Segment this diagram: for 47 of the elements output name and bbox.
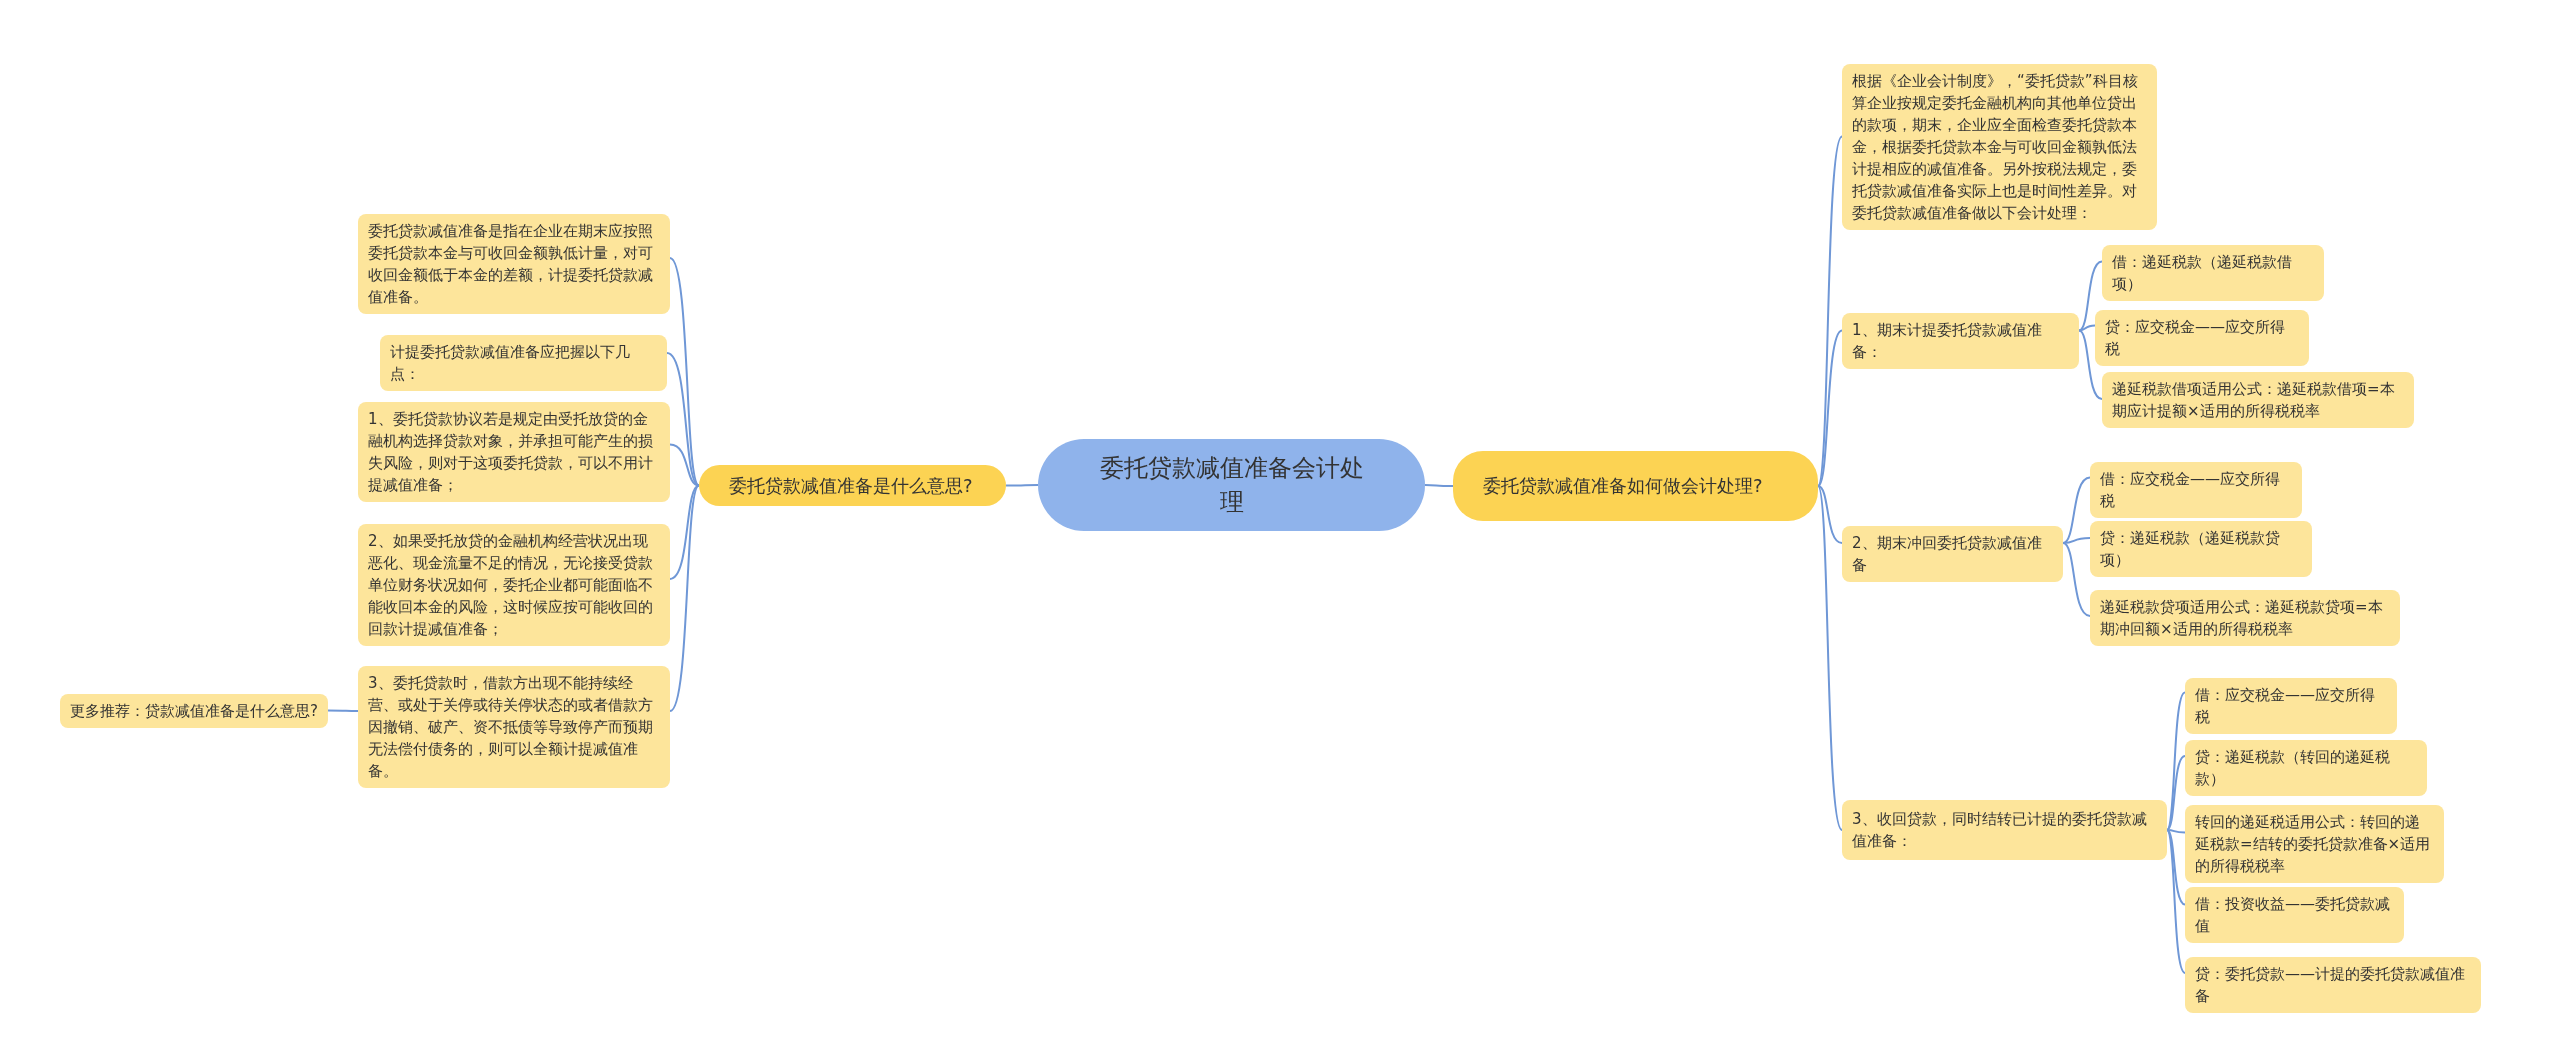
topic-box: 3、收回贷款，同时结转已计提的委托贷款减值准备： (1842, 800, 2167, 860)
topic-box: 贷：应交税金——应交所得税 (2095, 310, 2309, 366)
connector (2062, 542, 2091, 617)
topic-box: 1、委托贷款协议若是规定由受托放贷的金融机构选择贷款对象，并承担可能产生的损失风险，则对于这项委托贷款，可以不用计提减值准备； (358, 402, 670, 502)
topic-box: 转回的递延税适用公式：转回的递延税款=结转的委托贷款准备×适用的所得税税率 (2185, 805, 2444, 883)
topic-box: 借：投资收益——委托贷款减值 (2185, 887, 2404, 943)
topic-box: 2、如果受托放贷的金融机构经营状况出现恶化、现金流量不足的情况，无论接受贷款单位财务状况如何，委托企业都可能面临不能收回本金的风险，这时候应按可能收回的回款计提减值准备； (358, 524, 670, 646)
connector (1817, 485, 1843, 831)
connector (1005, 484, 1039, 487)
connector (2166, 691, 2186, 831)
topic-box: 借：应交税金——应交所得税 (2185, 678, 2397, 734)
branch-topic: 委托贷款减值准备如何做会计处理? (1453, 451, 1818, 521)
connector (1817, 485, 1843, 544)
connector (669, 484, 700, 712)
topic-box: 贷：递延税款（递延税款贷项） (2090, 521, 2312, 577)
central-topic: 委托贷款减值准备会计处理 (1038, 439, 1425, 531)
connector (1424, 484, 1454, 487)
topic-box: 贷：递延税款（转回的递延税款） (2185, 740, 2427, 796)
connector (2078, 329, 2103, 400)
connector (1817, 329, 1843, 487)
connector (2166, 829, 2186, 974)
topic-box: 2、期末冲回委托贷款减值准备 (1842, 526, 2063, 582)
topic-box: 委托贷款减值准备是指在企业在期末应按照委托贷款本金与可收回金额孰低计量，对可收回金额低于本金的差额，计提委托贷款减值准备。 (358, 214, 670, 314)
topic-box: 借：递延税款（递延税款借项） (2102, 245, 2324, 301)
connector (2166, 755, 2186, 831)
connector (2078, 260, 2103, 332)
connector (2166, 829, 2186, 906)
topic-box: 递延税款借项适用公式：递延税款借项=本期应计提额×适用的所得税税率 (2102, 372, 2414, 428)
topic-box: 更多推荐：贷款减值准备是什么意思? (60, 694, 328, 728)
connector (669, 484, 700, 580)
topic-box: 3、委托贷款时，借款方出现不能持续经营、或处于关停或待关停状态的或者借款方因撤销、破产、资不抵债等导致停产而预期无法偿付债务的，则可以全额计提减值准备。 (358, 666, 670, 788)
connector (666, 352, 700, 487)
connector (2078, 324, 2096, 332)
topic-box: 1、期末计提委托贷款减值准备： (1842, 313, 2079, 369)
connector (327, 709, 359, 712)
topic-box: 贷：委托贷款——计提的委托贷款减值准备 (2185, 957, 2481, 1013)
branch-topic: 委托贷款减值准备是什么意思? (699, 465, 1006, 506)
connector (2062, 537, 2091, 544)
topic-box: 借：应交税金——应交所得税 (2090, 462, 2302, 518)
connector (2166, 829, 2186, 834)
connector (1817, 135, 1843, 487)
topic-box: 计提委托贷款减值准备应把握以下几点： (380, 335, 667, 391)
connector (669, 257, 700, 487)
connector (2062, 476, 2091, 544)
topic-box: 递延税款贷项适用公式：递延税款贷项=本期冲回额×适用的所得税税率 (2090, 590, 2400, 646)
connector (669, 443, 700, 487)
topic-box: 根据《企业会计制度》，“委托贷款”科目核算企业按规定委托金融机构向其他单位贷出的款项，期末，企业应全面检查委托贷款本金，根据委托贷款本金与可收回金额孰低法计提相应的减值准备。另外按税法规定，委托贷款减值准备实际上也是时间性差异。对委托贷款减值准备做以下会计处理： (1842, 64, 2157, 230)
